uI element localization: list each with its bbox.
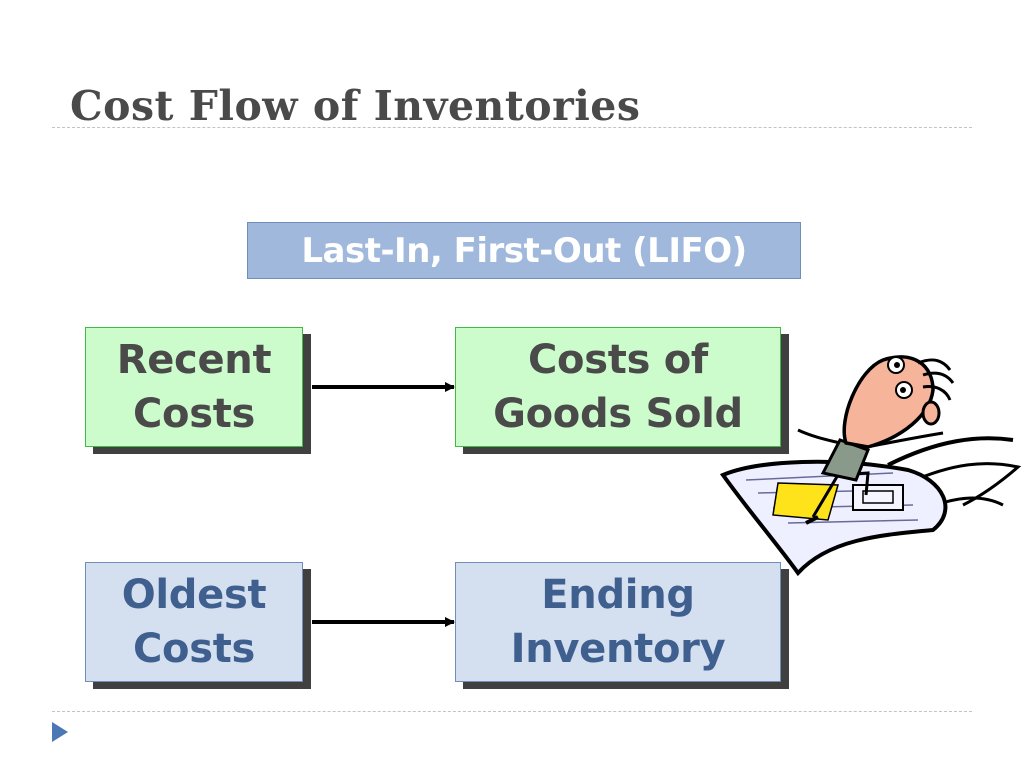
method-banner: Last-In, First-Out (LIFO) — [247, 222, 801, 279]
ending-inventory-box: Ending Inventory — [455, 562, 781, 682]
footer-divider — [52, 711, 972, 712]
cost-of-goods-sold-box: Costs of Goods Sold — [455, 327, 781, 447]
title-divider — [52, 127, 972, 128]
oldest-costs-box: Oldest Costs — [85, 562, 303, 682]
flying-paper-man-clipart — [719, 355, 1022, 577]
triangle-play-icon — [52, 722, 68, 742]
recent-costs-box: Recent Costs — [85, 327, 303, 447]
slide-title: Cost Flow of Inventories — [70, 82, 641, 130]
